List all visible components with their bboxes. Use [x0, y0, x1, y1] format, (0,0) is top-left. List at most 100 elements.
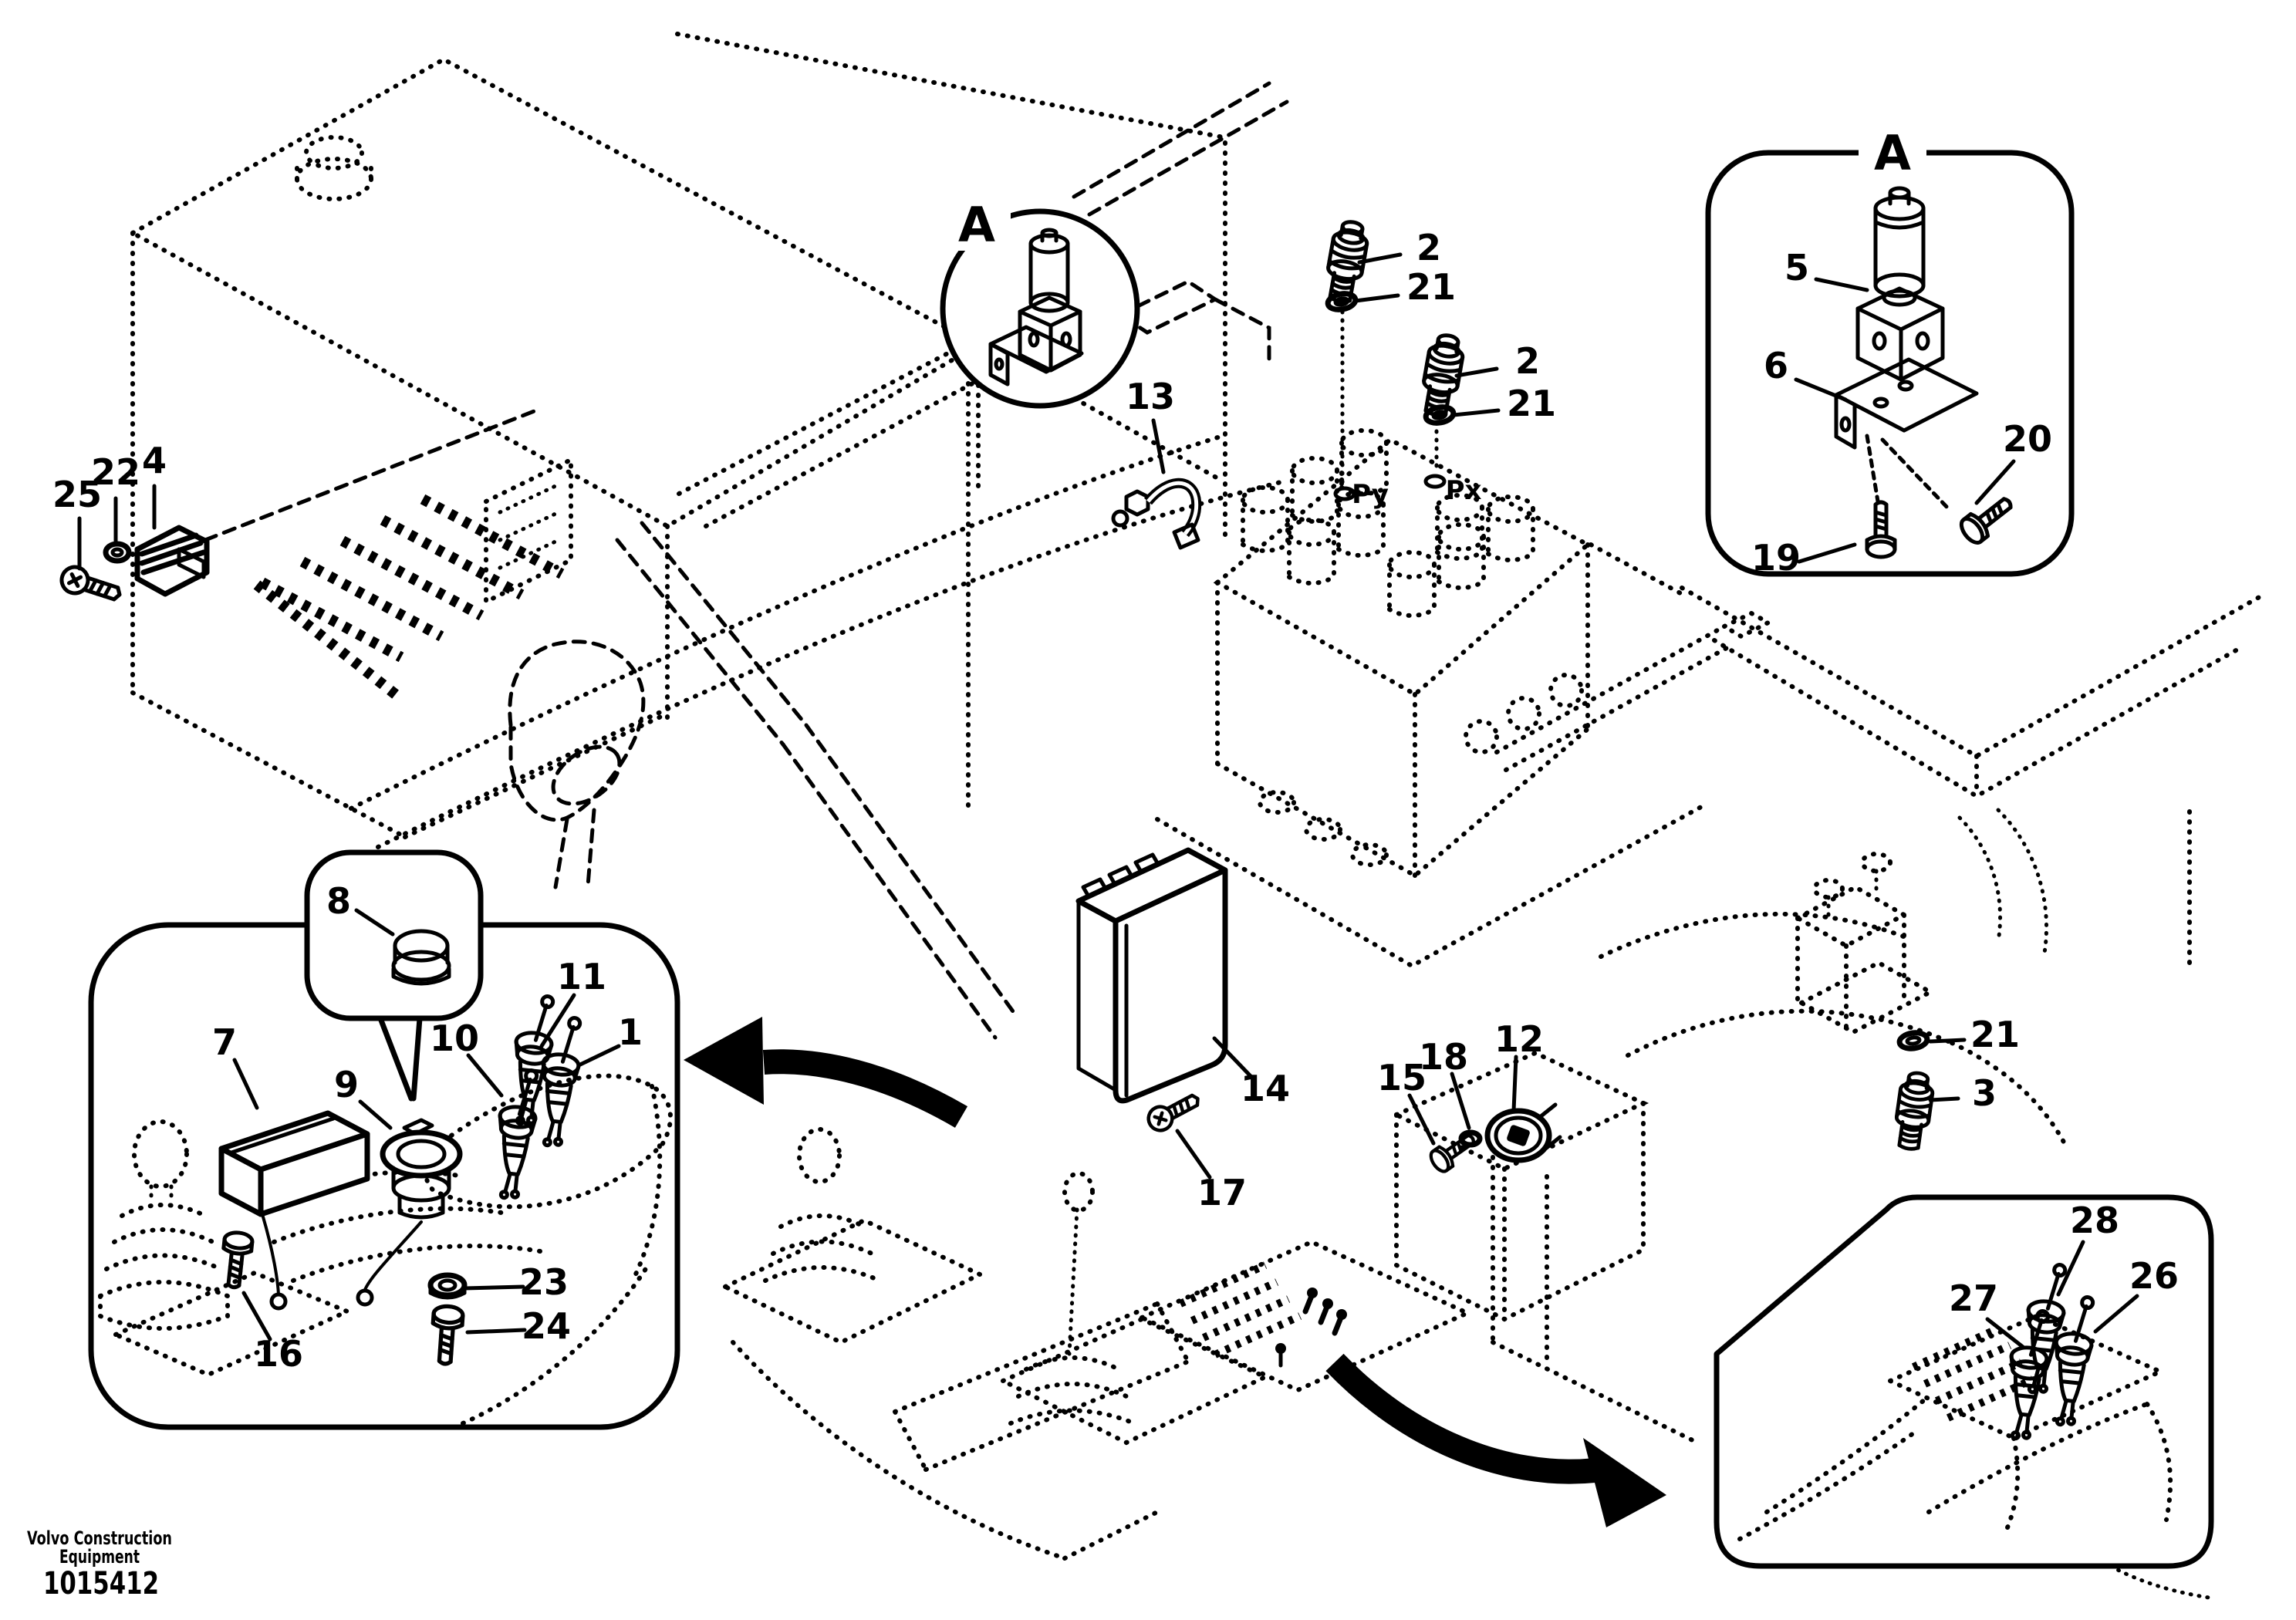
arrow-left-head-icon	[684, 1017, 764, 1105]
console-fasteners	[1427, 1102, 1562, 1174]
leader-21-26	[1928, 1038, 1967, 1044]
leader-6-9	[1794, 377, 1848, 402]
deck-lines	[349, 32, 1283, 849]
leader-11-16	[539, 993, 576, 1048]
socket-part12	[1484, 1102, 1562, 1163]
leader-28-28	[2056, 1240, 2085, 1297]
callout-21-4: 21	[1406, 266, 1456, 308]
detail-label-bg-0	[943, 198, 1011, 251]
leader-21-4	[1353, 293, 1400, 303]
switch-part9	[380, 1118, 463, 1220]
callout-21-6: 21	[1507, 383, 1556, 424]
leader-10-15	[466, 1053, 504, 1098]
callout-23-19: 23	[519, 1261, 569, 1303]
detail-label-1: A	[1874, 125, 1911, 181]
callout-21-26: 21	[1970, 1014, 2020, 1055]
arrow-right-icon	[1325, 1353, 1597, 1484]
solenoid-valve-part5	[1855, 186, 1945, 382]
installed-switches	[1275, 1288, 1347, 1368]
inset-rear-console	[1714, 1194, 2214, 1569]
leader-20-10	[1974, 459, 2016, 505]
footer-logo: Volvo Construction Equipment 1015412	[27, 1527, 172, 1601]
leader-7-13	[232, 1058, 259, 1110]
callout-16-18: 16	[254, 1333, 303, 1375]
leader-21-6	[1451, 408, 1501, 417]
ecu-unit	[1075, 847, 1228, 1135]
callout-18-24: 18	[1419, 1036, 1468, 1078]
inset-operator-console	[88, 849, 680, 1430]
leader-19-11	[1797, 542, 1857, 564]
callout-12-25: 12	[1494, 1018, 1544, 1060]
callout-10-15: 10	[430, 1018, 479, 1059]
return-sensor-group	[1893, 1031, 1935, 1151]
bracket-part6	[1834, 357, 1979, 450]
reference-arrows	[684, 1017, 1666, 1527]
callout-14-21: 14	[1241, 1068, 1290, 1109]
pilot-hose	[1111, 478, 1202, 550]
cab-consoles	[720, 1050, 2217, 1601]
port-label-Py: Py	[1352, 479, 1389, 510]
callout-4-2: 4	[142, 440, 167, 481]
detail-label-bg-1	[1859, 127, 1926, 179]
leader-27-30	[1985, 1317, 2025, 1349]
footer-brand-line1: Volvo Construction	[27, 1527, 172, 1549]
callout-17-22: 17	[1197, 1172, 1247, 1213]
callout-2-3: 2	[1416, 227, 1441, 268]
callout-3-27: 3	[1972, 1072, 1997, 1114]
leader-14-21	[1212, 1036, 1254, 1079]
boom-bracket	[508, 521, 1019, 1040]
panel-part7	[218, 1110, 370, 1217]
leader-9-14	[358, 1099, 393, 1130]
callout-28-28: 28	[2070, 1200, 2119, 1241]
callout-26-29: 26	[2129, 1255, 2179, 1297]
connector-group	[59, 525, 210, 607]
callout-2-5: 2	[1515, 340, 1540, 382]
leader-2-5	[1454, 366, 1499, 378]
leader-5-8	[1814, 277, 1869, 292]
detail-box-a	[1705, 150, 2075, 577]
callout-20-10: 20	[2003, 418, 2052, 460]
leader-17-22	[1175, 1129, 1212, 1180]
leader-1-17	[578, 1044, 621, 1067]
leader-15-23	[1407, 1093, 1436, 1146]
callout-9-14: 9	[334, 1064, 359, 1105]
callout-19-11: 19	[1751, 537, 1801, 579]
callout-5-8: 5	[1784, 247, 1809, 289]
wiring	[261, 1213, 423, 1311]
arrow-right-head-icon	[1583, 1438, 1666, 1527]
callout-11-16: 11	[557, 956, 606, 997]
callout-13-7: 13	[1126, 376, 1175, 417]
rear-console-dotted	[1737, 1313, 2173, 1541]
callout-7-13: 7	[212, 1021, 237, 1063]
pilot-pressure-sensors	[1323, 219, 1466, 425]
valve-block	[1155, 309, 1774, 969]
drawing-number: 1015412	[43, 1566, 159, 1601]
leader-26-29	[2093, 1294, 2139, 1334]
leader-18-24	[1450, 1072, 1471, 1130]
fuel-tank	[127, 56, 984, 839]
leader-24-20	[465, 1328, 527, 1335]
leader-2-3	[1357, 252, 1403, 265]
console-dotted	[98, 1073, 673, 1426]
leader-8-12	[354, 908, 395, 937]
callout-6-9: 6	[1764, 345, 1788, 386]
right-frame	[1589, 542, 2264, 1152]
leader-13-7	[1151, 418, 1166, 474]
leader-16-18	[241, 1291, 272, 1342]
hydraulic-manifold	[1792, 852, 1936, 1036]
callout-24-20: 24	[522, 1305, 571, 1347]
leader-23-19	[462, 1284, 525, 1291]
port-label-Px: Px	[1446, 475, 1482, 506]
callout-15-23: 15	[1377, 1057, 1427, 1099]
footer-brand-line2: Equipment	[59, 1546, 140, 1568]
solenoid-valve-installed	[988, 228, 1084, 386]
callout-8-12: 8	[326, 880, 351, 922]
callout-27-30: 27	[1949, 1277, 1998, 1319]
leader-12-25	[1511, 1055, 1518, 1113]
callout-22-1: 22	[91, 451, 140, 493]
leader-3-27	[1928, 1096, 1960, 1102]
relay-panel	[203, 407, 573, 700]
detail-circle-a	[940, 81, 1289, 409]
